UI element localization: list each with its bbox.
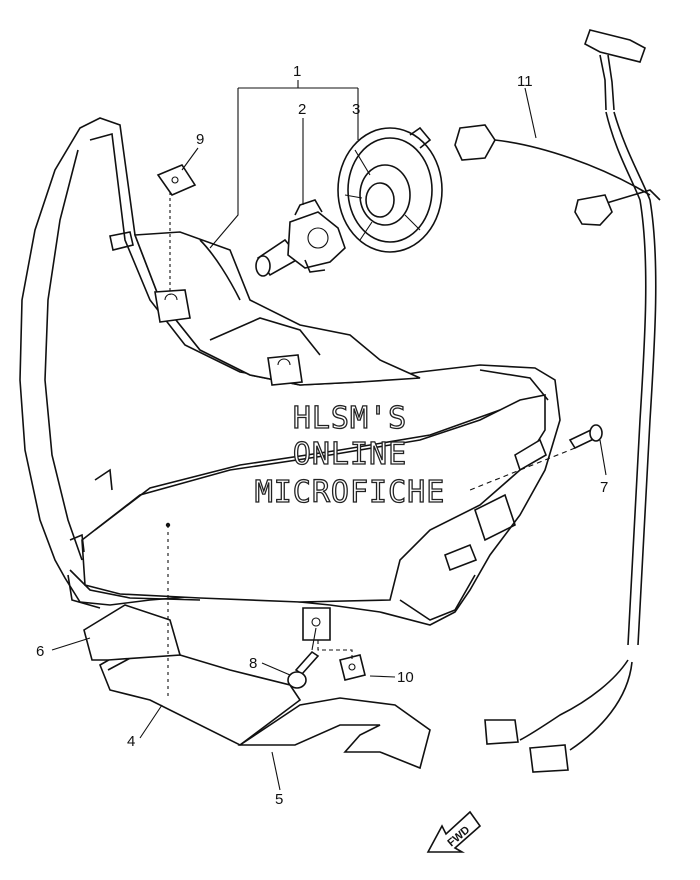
callout-2: 2 xyxy=(298,101,306,118)
nut-9 xyxy=(156,164,197,196)
duct-plate xyxy=(237,697,431,770)
callout-11: 11 xyxy=(517,73,533,90)
callout-9: 9 xyxy=(196,131,204,148)
callout-5: 5 xyxy=(275,791,283,808)
lens-spacer xyxy=(83,604,182,661)
watermark-line-3: MICROFICHE xyxy=(255,475,446,510)
callout-3: 3 xyxy=(352,101,360,118)
callout-1: 1 xyxy=(293,63,301,80)
fwd-arrow-icon: FWD xyxy=(426,810,482,853)
callout-10: 10 xyxy=(397,669,414,686)
watermark-line-2: ONLINE xyxy=(293,437,407,472)
socket-cover xyxy=(337,126,443,253)
callout-8: 8 xyxy=(249,655,257,672)
headlamp-bulb xyxy=(255,199,346,277)
bolt-8 xyxy=(287,650,320,689)
leader-lines xyxy=(51,80,607,791)
callout-7: 7 xyxy=(600,479,608,496)
watermark-line-1: HLSM'S xyxy=(293,401,407,436)
wire-harness xyxy=(454,29,661,773)
callout-6: 6 xyxy=(36,643,44,660)
headlamp-housing xyxy=(19,117,561,641)
callout-4: 4 xyxy=(127,733,135,750)
screw-7 xyxy=(568,424,603,450)
clip-nut-10 xyxy=(339,654,366,681)
